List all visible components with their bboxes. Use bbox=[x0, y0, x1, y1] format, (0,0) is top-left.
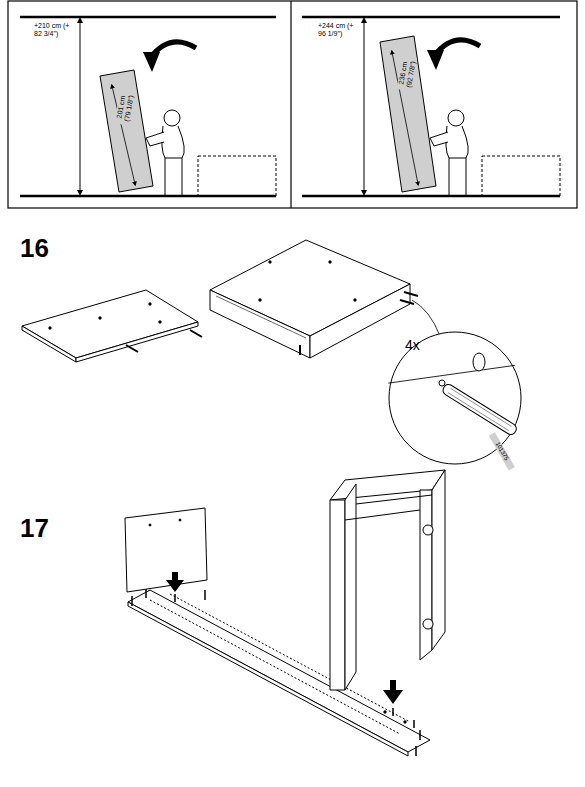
lift-scene-left bbox=[20, 17, 276, 196]
step-16-parts bbox=[22, 240, 521, 464]
divider bbox=[290, 1, 291, 208]
step-number: 16 bbox=[20, 234, 60, 263]
quantity-label: 4x bbox=[405, 338, 435, 353]
frame bbox=[8, 1, 577, 208]
step-17-parts bbox=[125, 470, 445, 756]
lift-scene-right bbox=[302, 17, 560, 196]
height-dimension: +210 cm (+ 82 3/4") bbox=[34, 22, 78, 37]
height-dimension: +244 cm (+ 96 1/9") bbox=[318, 22, 362, 37]
step-number: 17 bbox=[20, 514, 60, 543]
